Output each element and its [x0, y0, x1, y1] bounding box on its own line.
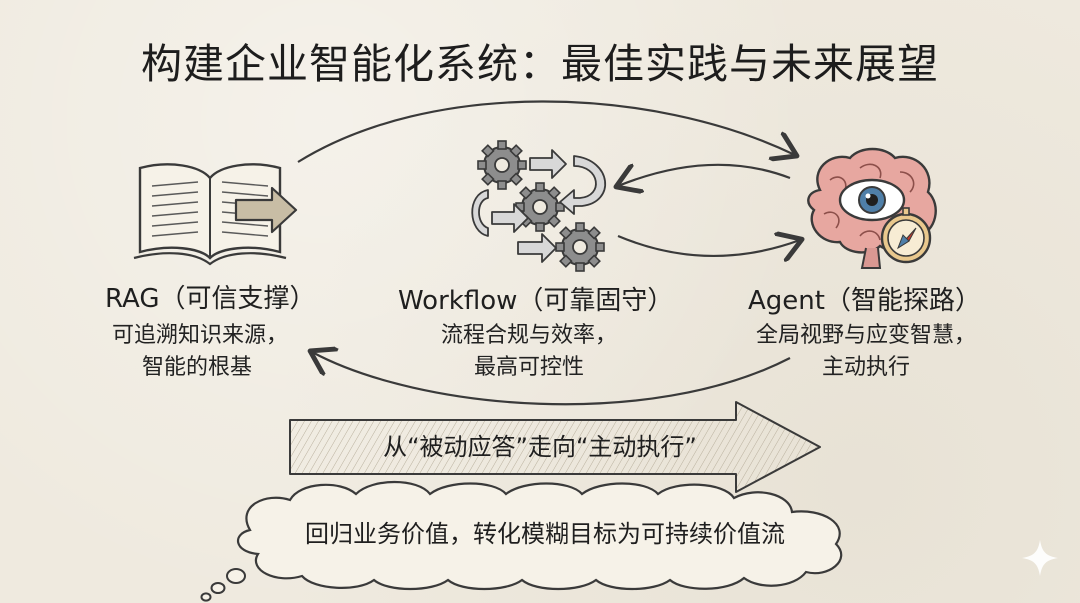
workflow-desc-line-2: 最高可控性 [473, 355, 584, 380]
summary-text: 回归业务价值，转化模糊目标为可持续价值流 [305, 520, 785, 548]
thought-bubbles [200, 568, 246, 602]
agent-desc-line-2: 主动执行 [821, 355, 910, 380]
workflow-desc-line-1: 流程合规与效率， [440, 323, 617, 348]
rag-description: 可追溯知识来源， 智能的根基 [112, 320, 289, 384]
arrow-agent-to-workflow [618, 165, 791, 186]
gears-icon [471, 140, 607, 272]
rag-desc-line-2: 智能的根基 [141, 355, 252, 380]
workflow-description: 流程合规与效率， 最高可控性 [434, 320, 624, 384]
arrow-rag-to-agent [297, 100, 795, 163]
summary-cloud [237, 480, 843, 591]
sparkle-icon [1022, 540, 1058, 576]
arrow-agent-to-rag [312, 352, 791, 406]
agent-label: Agent（智能探路） [748, 286, 981, 316]
transition-text: 从“被动应答”走向“主动执行” [383, 433, 697, 461]
workflow-label: Workflow（可靠固守） [398, 286, 674, 316]
arrow-workflow-to-agent [617, 236, 800, 256]
agent-description: 全局视野与应变智慧， 主动执行 [746, 320, 986, 384]
rag-desc-line-1: 可追溯知识来源， [112, 323, 289, 348]
open-book-icon [133, 163, 298, 266]
agent-desc-line-1: 全局视野与应变智慧， [755, 323, 976, 348]
brain-eye-compass-icon [807, 147, 937, 269]
page-title: 构建企业智能化系统：最佳实践与未来展望 [141, 40, 939, 88]
transition-arrow [289, 401, 821, 493]
rag-label: RAG（可信支撑） [105, 284, 316, 314]
